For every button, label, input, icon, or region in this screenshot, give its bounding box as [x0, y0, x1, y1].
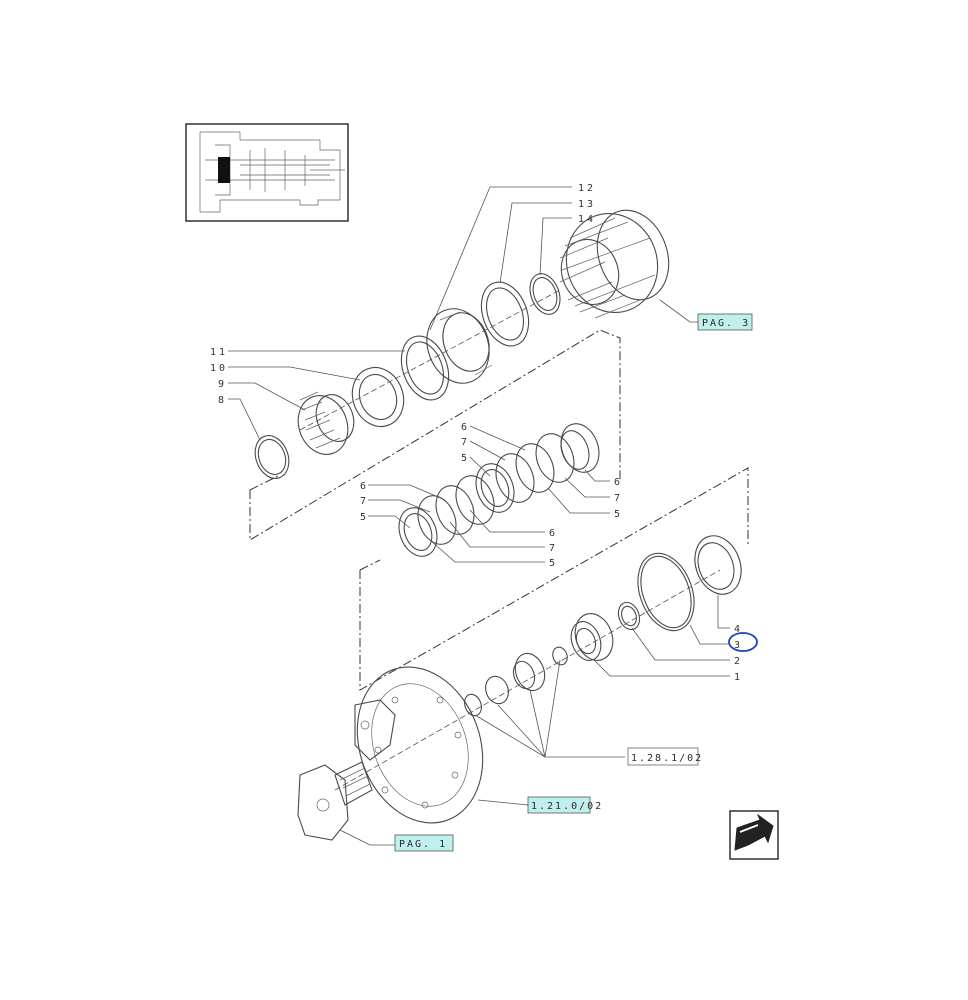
part-10-washer — [351, 366, 405, 428]
label-2: 2 — [734, 656, 743, 667]
ref-1-21-0-02-label: 1.21.0/02 — [531, 801, 603, 812]
transmission-overview-thumbnail[interactable] — [185, 123, 349, 222]
label-5-lower-b: 5 — [549, 558, 558, 569]
label-1: 1 — [734, 672, 743, 683]
label-9: 9 — [218, 379, 227, 390]
label-6-lower-a: 6 — [360, 481, 369, 492]
part-labels: 12 13 14 11 10 9 8 6 7 5 6 7 5 6 7 5 6 7… — [210, 183, 743, 683]
part-13-snap-ring — [529, 273, 561, 315]
label-6-lower-b: 6 — [549, 528, 558, 539]
ref-1-21-0-02[interactable]: 1.21.0/02 — [527, 796, 603, 814]
part-1-gear — [570, 613, 614, 661]
ref-pag-1[interactable]: PAG. 1 — [394, 834, 454, 852]
small-parts-cluster — [464, 646, 568, 717]
ref-pag-3-label: PAG. 3 — [702, 318, 750, 329]
clutch-pack-upper — [475, 423, 600, 513]
housing-flange — [354, 666, 484, 824]
label-11: 11 — [210, 347, 228, 358]
label-5-lower-a: 5 — [360, 512, 369, 523]
next-page-arrow-icon[interactable] — [729, 810, 779, 860]
ref-pag-1-label: PAG. 1 — [399, 839, 447, 850]
leader-lines — [228, 186, 730, 846]
part-3-snap-ring — [637, 552, 695, 632]
label-7-upper-b: 7 — [614, 493, 623, 504]
label-7-lower-a: 7 — [360, 496, 369, 507]
label-6-upper-a: 6 — [461, 422, 470, 433]
part-4-toothed-ring — [694, 535, 742, 595]
label-13: 13 — [578, 199, 596, 210]
ref-1-28-1-02-label: 1.28.1/02 — [631, 753, 703, 764]
label-6-upper-b: 6 — [614, 477, 623, 488]
clutch-pack-lower — [398, 475, 495, 557]
label-10: 10 — [210, 363, 228, 374]
highlight-circle-mark — [728, 632, 758, 652]
label-14: 14 — [578, 214, 596, 225]
part-13-thrust-plate — [480, 281, 530, 347]
label-8: 8 — [218, 395, 227, 406]
label-7-upper-a: 7 — [461, 437, 470, 448]
label-3: 3 — [734, 640, 743, 651]
label-5-upper-b: 5 — [614, 509, 623, 520]
part-9-splined-drum — [297, 391, 355, 455]
part-11-ring — [400, 335, 450, 401]
ref-1-28-1-02[interactable]: 1.28.1/02 — [627, 747, 703, 766]
part-14-roller-cage — [559, 209, 670, 319]
housing-cover — [297, 761, 373, 841]
label-5-upper-a: 5 — [461, 453, 470, 464]
part-8-circlip — [254, 435, 290, 479]
label-4: 4 — [734, 624, 743, 635]
ref-pag-3[interactable]: PAG. 3 — [697, 313, 753, 331]
part-2-washer — [617, 601, 641, 631]
label-7-lower-b: 7 — [549, 543, 558, 554]
label-12: 12 — [578, 183, 596, 194]
part-12-hub — [426, 308, 493, 384]
